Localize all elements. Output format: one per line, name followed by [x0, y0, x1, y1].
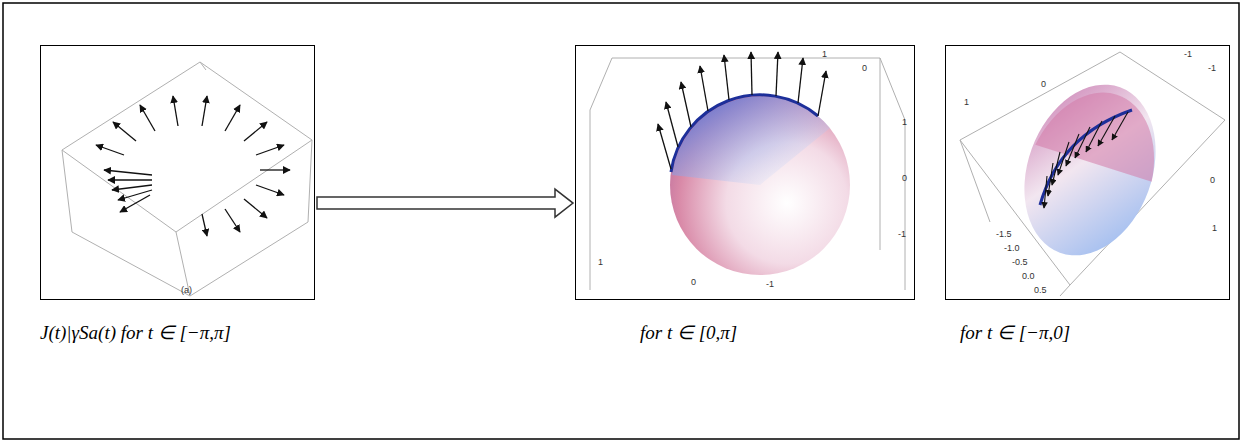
axis-tick: -1 [1208, 64, 1216, 73]
sphere [670, 95, 850, 275]
half-sphere [1002, 66, 1179, 274]
block-arrow [317, 189, 573, 217]
caption: J(t)|γSa(t) for t ∈ [−π,π] [40, 322, 231, 345]
axis-tick: 1 [598, 258, 603, 267]
axis-tick: -1 [766, 280, 774, 289]
axis-tick: -1.0 [1004, 244, 1020, 253]
curve [1040, 110, 1132, 205]
wireframe-box [62, 62, 312, 296]
axis-tick: 0 [1210, 176, 1215, 185]
axis-tick: 0 [902, 174, 907, 183]
vector-field [96, 96, 290, 236]
caption: for t ∈ [0,π] [640, 322, 737, 345]
wireframe-box [960, 52, 1225, 296]
outer-frame [3, 3, 1239, 439]
vector-field [658, 52, 826, 169]
axis-tick: 1 [822, 50, 827, 59]
axis-tick: -1 [1184, 50, 1192, 59]
plot-panel: 1 0 1 0 -1 1 0 -1 [575, 45, 915, 300]
axis-tick: -1.5 [996, 230, 1012, 239]
axis-tick: 1 [964, 98, 969, 107]
vector-field [1044, 112, 1128, 208]
axis-tick: -0.5 [1012, 258, 1028, 267]
axis-tick: 0 [1041, 80, 1046, 89]
plot-panel: (a) [40, 45, 315, 300]
axis-tick: 0 [691, 278, 696, 287]
wireframe-box [590, 58, 905, 290]
sphere-cap [672, 96, 830, 185]
plot-panel: 1 0 -1 -1 0 1 -1.5 -1.0 -0.5 0.0 0.5 [945, 45, 1230, 300]
curve [671, 95, 818, 172]
axis-tick: 1 [1212, 224, 1217, 233]
axis-tick: 0.5 [1034, 286, 1047, 295]
axis-tick: -1 [898, 230, 906, 239]
subfigure-label: (a) [181, 286, 192, 295]
axis-tick: 1 [902, 118, 907, 127]
axis-tick: 0.0 [1022, 272, 1035, 281]
axis-tick: 0 [862, 64, 867, 73]
caption: for t ∈ [−π,0] [960, 322, 1070, 345]
